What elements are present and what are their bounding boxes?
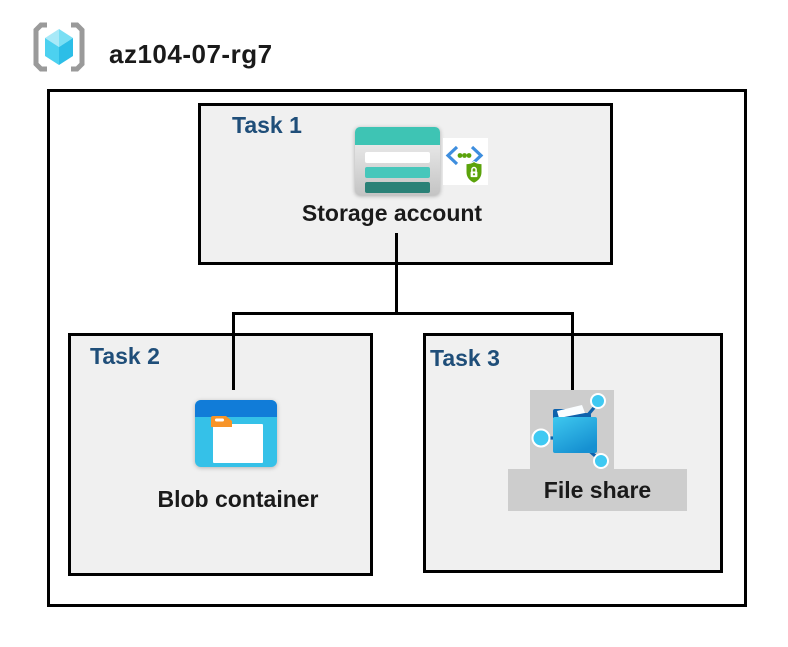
storage-account-label: Storage account (301, 200, 483, 226)
connector-storage-stem (395, 233, 398, 313)
task1-label: Task 1 (232, 112, 302, 138)
blob-container-icon (195, 400, 277, 467)
file-share-icon (531, 393, 609, 469)
task2-box: Task 2 Blob container (68, 333, 373, 576)
sas-lock-icon (443, 138, 488, 185)
connector-to-file-share (571, 312, 574, 390)
file-share-label: File share (543, 477, 652, 503)
task3-box: Task 3 File share (423, 333, 723, 573)
task3-label: Task 3 (430, 345, 500, 371)
file-share-icon-background (530, 390, 614, 470)
resource-group-icon (33, 22, 85, 72)
file-share-label-background: File share (508, 469, 687, 511)
storage-account-icon (355, 127, 440, 195)
connector-to-blob-container (232, 312, 235, 390)
resource-group-title: az104-07-rg7 (109, 39, 273, 69)
task2-label: Task 2 (90, 343, 160, 369)
task1-box: Task 1 Storage account (198, 103, 613, 265)
connector-horizontal (232, 312, 574, 315)
blob-container-label: Blob container (157, 486, 319, 512)
